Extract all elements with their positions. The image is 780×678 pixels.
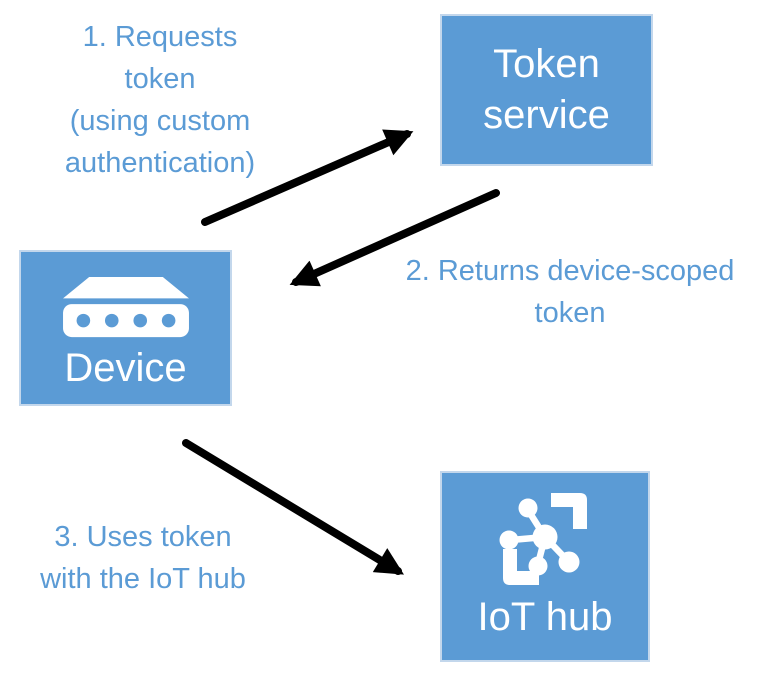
token-service-label: Token service bbox=[483, 41, 610, 137]
iot-hub-icon bbox=[495, 489, 595, 589]
iot-hub-node: IoT hub bbox=[440, 471, 650, 662]
token-service-node: Token service bbox=[440, 14, 653, 166]
step-1-requests-token-label: 1. Requests token (using custom authenti… bbox=[64, 21, 256, 180]
device-node: Device bbox=[19, 250, 232, 406]
device-label: Device bbox=[64, 346, 187, 390]
iot-hub-label: IoT hub bbox=[477, 595, 613, 639]
step-2-returns-token-label: 2. Returns device-scoped token bbox=[405, 255, 735, 330]
device-icon bbox=[62, 277, 189, 339]
step-3-uses-token-label: 3. Uses token with the IoT hub bbox=[40, 521, 246, 596]
